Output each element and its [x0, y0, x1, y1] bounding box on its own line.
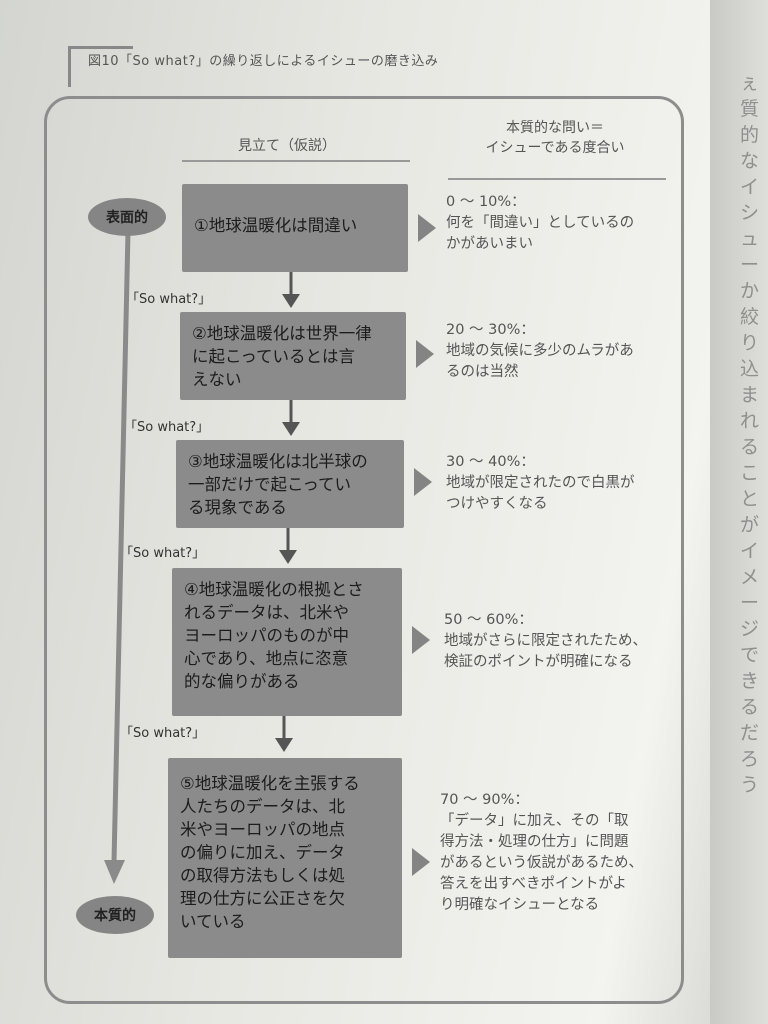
- hypothesis-box-3: ③地球温暖化は北半球の 一部だけで起こってい る現象である: [176, 440, 404, 528]
- so-what-label-3: 「So what?」: [120, 546, 206, 561]
- hypothesis-text-1: ①地球温暖化は間違い: [194, 216, 358, 235]
- column-header-essence: 本質的な問い＝ イシューである度合い: [485, 120, 625, 156]
- hypothesis-box-1: ①地球温暖化は間違い: [182, 184, 408, 272]
- essence-desc-5: 70 ～ 90%： 「データ」に加え、その「取 得方法・処理の仕方」に問題 があ…: [440, 790, 643, 916]
- so-what-label-4: 「So what?」: [120, 726, 206, 741]
- arrow-to-desc-5: [412, 848, 430, 876]
- so-what-label-2: 「So what?」: [124, 420, 210, 435]
- diagram-frame: [44, 96, 684, 1004]
- essence-desc-2: 20 ～ 30%： 地域の気候に多少のムラがあ るのは当然: [446, 320, 634, 383]
- essence-text-1: 何を「間違い」としているの かがあいまい: [446, 215, 635, 252]
- next-page-text: ぇ質的なイシューか絞り込まれることがイメージできるだろう: [740, 72, 760, 796]
- essence-desc-1: 0 ～ 10%： 何を「間違い」としているの かがあいまい: [446, 192, 634, 255]
- figure-title-tab: [68, 46, 133, 87]
- essence-text-5: 「データ」に加え、その「取 得方法・処理の仕方」に問題 があるという仮説があるた…: [440, 813, 643, 913]
- essence-percent-3: 30 ～ 40%：: [446, 454, 535, 470]
- next-page-edge: ぇ質的なイシューか絞り込まれることがイメージできるだろう: [710, 0, 768, 1024]
- arrow-to-desc-4: [412, 626, 430, 654]
- essence-desc-3: 30 ～ 40%： 地域が限定されたので白黒が つけやすくなる: [446, 452, 635, 515]
- hypothesis-text-3: ③地球温暖化は北半球の 一部だけで起こってい る現象である: [188, 452, 368, 517]
- figure-title: 図10「So what?」の繰り返しによるイシューの磨き込み: [88, 54, 439, 69]
- essence-percent-2: 20 ～ 30%：: [446, 322, 535, 338]
- hypothesis-text-4: ④地球温暖化の根拠とさ れるデータは、北米や ヨーロッパのものが中 心であり、地…: [184, 580, 364, 691]
- header-underline-right: [448, 178, 666, 180]
- essence-percent-4: 50 ～ 60%：: [444, 612, 533, 628]
- essence-text-2: 地域の気候に多少のムラがあ るのは当然: [446, 343, 634, 380]
- essence-text-3: 地域が限定されたので白黒が つけやすくなる: [446, 475, 635, 512]
- arrow-to-desc-3: [414, 468, 432, 496]
- hypothesis-box-5: ⑤地球温暖化を主張する 人たちのデータは、北 米やヨーロッパの地点 の偏りに加え…: [168, 758, 402, 958]
- essence-desc-4: 50 ～ 60%： 地域がさらに限定されたため、 検証のポイントが明確になる: [444, 610, 647, 673]
- hypothesis-text-5: ⑤地球温暖化を主張する 人たちのデータは、北 米やヨーロッパの地点 の偏りに加え…: [180, 774, 360, 931]
- essence-percent-1: 0 ～ 10%：: [446, 194, 526, 210]
- so-what-label-1: 「So what?」: [126, 292, 212, 307]
- flow-arrows: [275, 272, 300, 752]
- essence-percent-5: 70 ～ 90%：: [440, 792, 529, 808]
- header-underline-left: [182, 160, 410, 162]
- superficial-label: 表面的: [88, 198, 166, 236]
- arrow-to-desc-2: [416, 340, 434, 368]
- hypothesis-box-4: ④地球温暖化の根拠とさ れるデータは、北米や ヨーロッパのものが中 心であり、地…: [172, 568, 402, 716]
- arrow-to-desc-1: [418, 214, 436, 242]
- hypothesis-text-2: ②地球温暖化は世界一律 に起こっているとは言 えない: [192, 324, 372, 389]
- essential-label: 本質的: [76, 896, 154, 934]
- essence-text-4: 地域がさらに限定されたため、 検証のポイントが明確になる: [444, 633, 647, 670]
- hypothesis-box-2: ②地球温暖化は世界一律 に起こっているとは言 えない: [180, 312, 406, 400]
- column-header-hypothesis: 見立て（仮説）: [238, 138, 336, 154]
